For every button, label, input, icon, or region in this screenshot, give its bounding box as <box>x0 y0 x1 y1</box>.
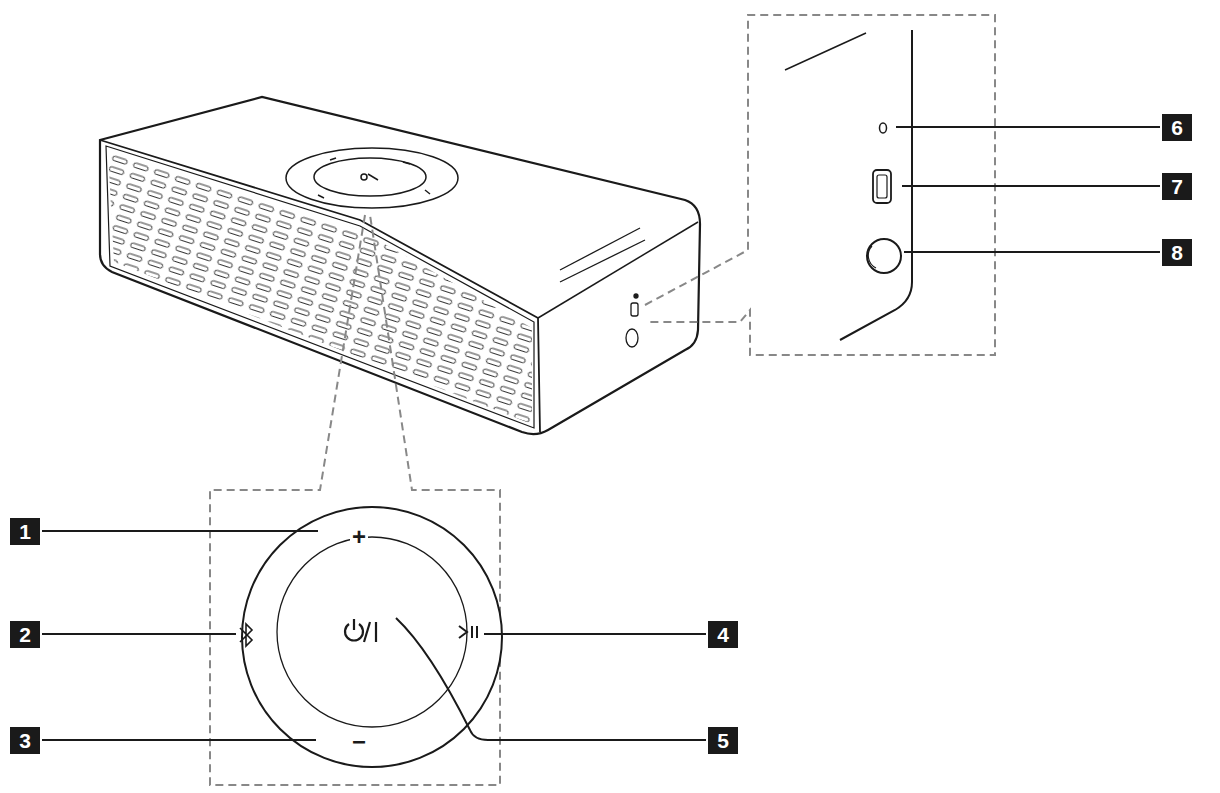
top-controls <box>286 148 458 208</box>
callout-number: 7 <box>1162 173 1192 200</box>
power-icon <box>345 619 376 642</box>
callout-number: 2 <box>10 621 40 648</box>
zoom-guides <box>210 15 995 785</box>
grille-pattern <box>0 0 700 450</box>
side-panel <box>785 30 912 340</box>
callout-number: 5 <box>708 727 738 754</box>
callout-number: 1 <box>10 518 40 545</box>
button-symbol: + <box>350 525 368 549</box>
side-details <box>560 228 645 347</box>
callout-number: 8 <box>1162 239 1192 266</box>
callout-number: 3 <box>10 727 40 754</box>
leader-lines <box>42 127 1160 740</box>
bluetooth-icon <box>240 624 252 646</box>
button-symbol: − <box>350 730 368 754</box>
control-panel <box>242 507 502 767</box>
play-pause-icon <box>459 626 477 638</box>
callout-number: 4 <box>708 621 738 648</box>
callout-number: 6 <box>1162 114 1192 141</box>
